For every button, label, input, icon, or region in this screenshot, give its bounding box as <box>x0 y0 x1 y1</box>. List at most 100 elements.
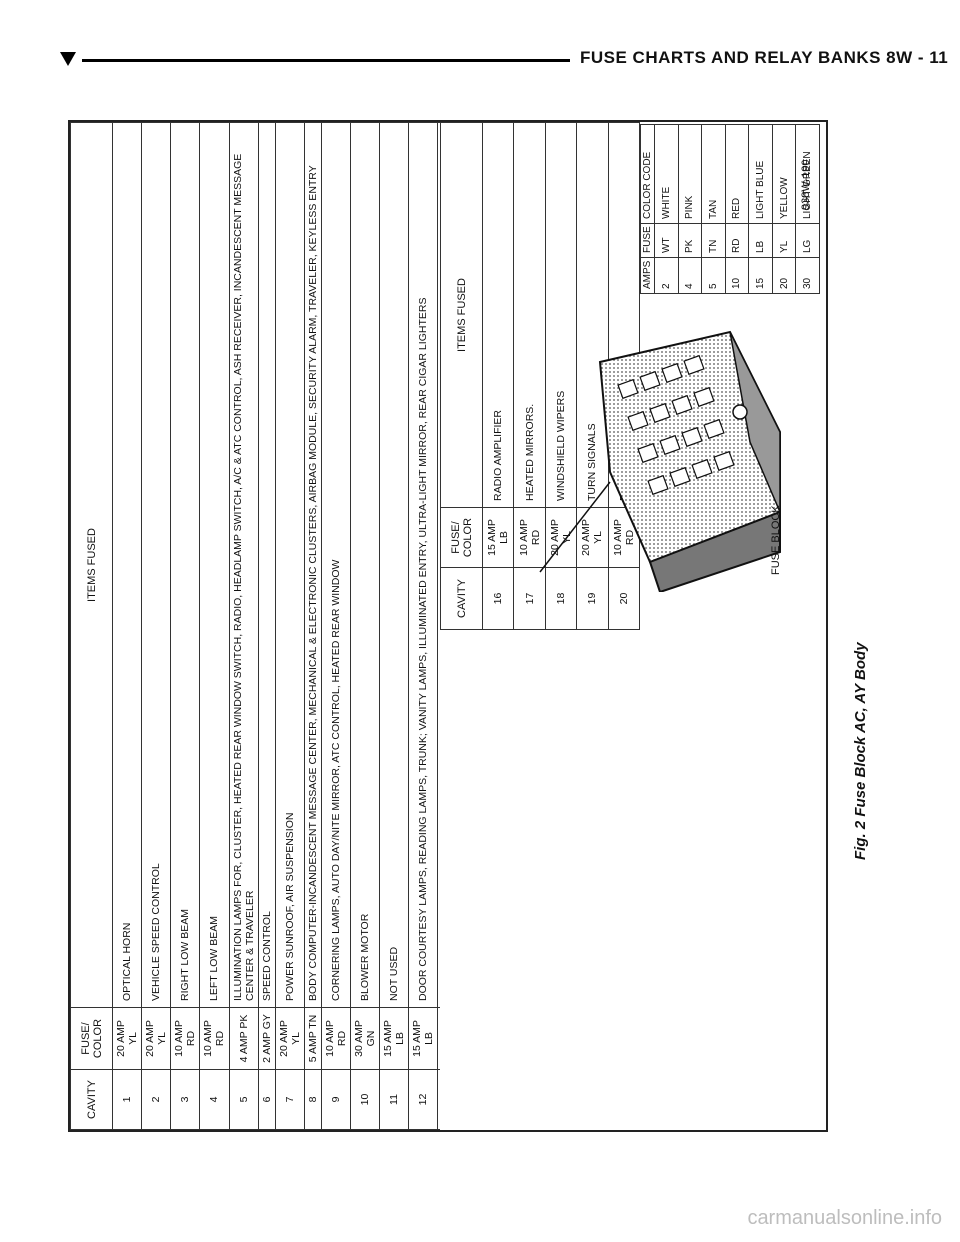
items-fused-cell: OPTICAL HORN <box>112 122 142 1008</box>
cavity-cell: 13 <box>437 1069 440 1130</box>
fuse-slots <box>617 354 735 496</box>
items-fused-cell: ILLUMINATION LAMPS FOR, CLUSTER, HEATED … <box>229 122 259 1008</box>
cavity-cell: 4 <box>199 1069 229 1130</box>
cavity-cell: 12 <box>408 1069 438 1130</box>
header-items-fused: ITEMS FUSED <box>70 122 113 1008</box>
fuse-color-cell: 15 AMP LB <box>437 1007 440 1070</box>
leader-line <box>539 481 611 573</box>
cavity-cell: 1 <box>112 1069 142 1130</box>
cavity-cell: 3 <box>170 1069 200 1130</box>
fuse-code-cell: TN <box>701 223 726 258</box>
fuse-color-cell: 20 AMP YL <box>112 1007 142 1070</box>
figure-number: 938W-190 <box>800 159 812 210</box>
header-cavity: CAVITY <box>440 567 483 630</box>
header-cavity: CAVITY <box>70 1069 113 1130</box>
fuse-block-illustration <box>539 330 781 592</box>
color-name-cell: PINK <box>678 124 702 224</box>
amps-cell: 20 <box>772 257 796 294</box>
color-name-cell: TAN <box>701 124 726 224</box>
fuse-code-cell: YL <box>772 223 796 258</box>
fuse-color-cell: 10 AMP RD <box>170 1007 200 1070</box>
color-name-cell: YELLOW <box>772 124 796 224</box>
fuse-code-cell: PK <box>678 223 702 258</box>
fuse-color-cell: 10 AMP RD <box>199 1007 229 1070</box>
items-fused-cell: POWER SUNROOF, AIR SUSPENSION <box>275 122 305 1008</box>
items-fused-cell: BLOWER MOTOR <box>350 122 380 1008</box>
items-fused-cell: LEFT LOW BEAM <box>199 122 229 1008</box>
items-fused-cell: VEHICLE SPEED CONTROL <box>141 122 171 1008</box>
cavity-cell: 6 <box>258 1069 276 1130</box>
header-color-code: COLOR CODE <box>640 124 655 224</box>
fuse-code-cell: LG <box>795 223 820 258</box>
fuse-color-cell: 2 AMP GY <box>258 1007 276 1070</box>
header-fuse-color: FUSE/ COLOR <box>70 1007 113 1070</box>
amps-cell: 4 <box>678 257 702 294</box>
cavity-cell: 5 <box>229 1069 259 1130</box>
fuse-code-cell: WT <box>654 223 679 258</box>
fuse-color-cell: 15 AMP LB <box>379 1007 409 1070</box>
triangle-marker-icon <box>60 52 76 66</box>
items-fused-cell: SPEED CONTROL <box>258 122 276 1008</box>
items-fused-cell: RIGHT LOW BEAM <box>170 122 200 1008</box>
amps-cell: 15 <box>748 257 773 294</box>
cavity-cell: 11 <box>379 1069 409 1130</box>
color-name-cell: LIGHT BLUE <box>748 124 773 224</box>
amps-cell: 10 <box>725 257 749 294</box>
color-name-cell: RED <box>725 124 749 224</box>
fuse-color-cell: 15 AMP LB <box>408 1007 438 1070</box>
header-fuse: FUSE <box>640 223 655 258</box>
fuse-color-cell: 4 AMP PK <box>229 1007 259 1070</box>
figure-caption: Fig. 2 Fuse Block AC, AY Body <box>852 642 869 860</box>
fuse-color-cell: 20 AMP YL <box>141 1007 171 1070</box>
items-fused-cell: NOT USED <box>379 122 409 1008</box>
fuse-color-cell: 10 AMP RD <box>321 1007 351 1070</box>
fuse-color-cell: 20 AMP YL <box>275 1007 305 1070</box>
header-fuse-color: FUSE/ COLOR <box>440 507 483 568</box>
header-items-fused: ITEMS FUSED <box>440 122 483 508</box>
items-fused-cell: BODY COMPUTER-INCANDESCENT MESSAGE CENTE… <box>304 122 322 1008</box>
fuse-block-label: FUSE BLOCK <box>770 505 782 575</box>
amps-cell: 30 <box>795 257 820 294</box>
page-title: FUSE CHARTS AND RELAY BANKS 8W - 11 <box>580 48 949 67</box>
fuse-color-cell: 5 AMP TN <box>304 1007 322 1070</box>
figure-frame <box>68 120 828 1132</box>
fuse-code-cell: RD <box>725 223 749 258</box>
fuse-color-cell: 30 AMP GN <box>350 1007 380 1070</box>
cavity-cell: 8 <box>304 1069 322 1130</box>
header-amps: AMPS <box>640 257 655 294</box>
watermark: carmanualsonline.info <box>747 1207 942 1229</box>
amps-cell: 2 <box>654 257 679 294</box>
cavity-cell: 7 <box>275 1069 305 1130</box>
cavity-cell: 2 <box>141 1069 171 1130</box>
fuse-code-cell: LB <box>748 223 773 258</box>
mounting-hole-icon <box>732 404 748 420</box>
color-name-cell: WHITE <box>654 124 679 224</box>
items-fused-cell: DOOR COURTESY LAMPS, READING LAMPS, TRUN… <box>408 122 438 1008</box>
amps-cell: 5 <box>701 257 726 294</box>
page-header: FUSE CHARTS AND RELAY BANKS 8W - 11 <box>60 48 948 74</box>
header-rule <box>82 59 570 62</box>
cavity-cell: 9 <box>321 1069 351 1130</box>
items-fused-cell: CORNERING LAMPS, AUTO DAY/NITE MIRROR, A… <box>321 122 351 1008</box>
